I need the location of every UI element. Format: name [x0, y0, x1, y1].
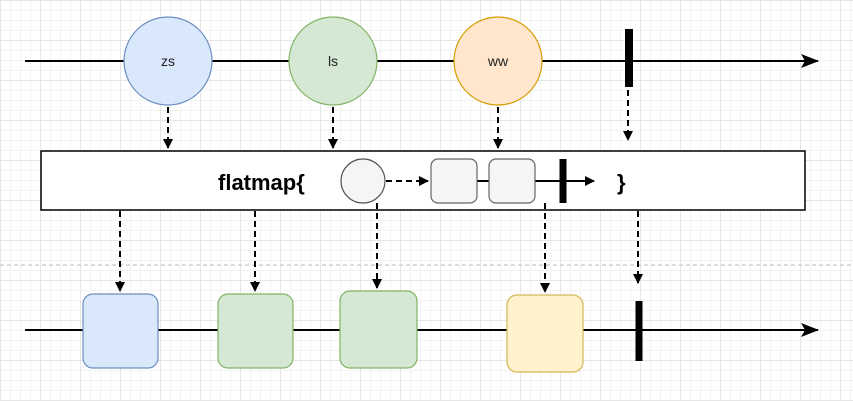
source-marble-zs: [123, 16, 213, 106]
inner-item-2: [488, 158, 536, 204]
source-marble-ls: [288, 16, 378, 106]
inner-item-1: [430, 158, 478, 204]
source-item-ww: ww: [453, 16, 543, 106]
source-label-zs: zs: [161, 53, 175, 69]
operator-open-text: flatmap{: [218, 170, 305, 195]
source-marble-ww: [453, 16, 543, 106]
inner-input-marble: [340, 158, 386, 204]
operator-box: [40, 150, 806, 211]
operator-close-text: }: [617, 170, 626, 195]
source-label-ww: ww: [487, 53, 509, 69]
source-item-ls: ls: [288, 16, 378, 106]
output-item-3: [339, 290, 418, 369]
source-item-zs: zs: [123, 16, 213, 106]
source-label-ls: ls: [328, 53, 338, 69]
output-item-1: [82, 293, 159, 369]
output-item-2: [217, 293, 294, 369]
output-item-4: [506, 294, 584, 373]
